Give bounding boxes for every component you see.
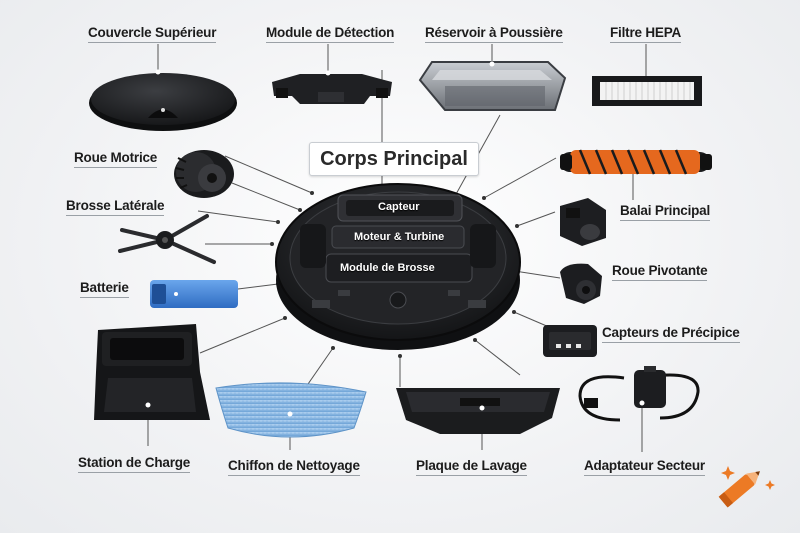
battery-illustration — [150, 280, 238, 308]
hepa-filter-illustration — [592, 76, 702, 106]
logo-sparkles — [721, 466, 775, 490]
drive-wheel-illustration — [174, 150, 234, 198]
label-power-adapter: Adaptateur Secteur — [584, 458, 705, 476]
main-brush-illustration — [560, 149, 712, 175]
label-hepa-filter: Filtre HEPA — [610, 25, 681, 43]
leader-lines — [147, 44, 647, 452]
label-mop-plate: Plaque de Lavage — [416, 458, 527, 476]
cliff-sensors-illustration — [543, 325, 597, 357]
body-label-sensor: Capteur — [378, 201, 420, 213]
charging-station-illustration — [94, 324, 210, 420]
label-cleaning-cloth: Chiffon de Nettoyage — [228, 458, 360, 476]
caster-wheel-illustration — [560, 263, 602, 304]
label-side-brush: Brosse Latérale — [66, 198, 165, 216]
label-battery: Batterie — [80, 280, 129, 298]
label-main-brush: Balai Principal — [620, 203, 710, 221]
main-title: Corps Principal — [309, 142, 479, 176]
side-brush-illustration — [118, 214, 216, 264]
label-cliff-sensors: Capteurs de Précipice — [602, 325, 740, 343]
mop-plate-illustration — [396, 388, 560, 434]
cleaning-cloth-illustration — [215, 382, 367, 438]
label-detection-module: Module de Détection — [266, 25, 394, 43]
label-charging-station: Station de Charge — [78, 455, 190, 473]
dust-tank-illustration — [418, 61, 567, 111]
body-label-motor: Moteur & Turbine — [354, 231, 445, 243]
label-drive-wheel: Roue Motrice — [74, 150, 157, 168]
power-adapter-illustration — [578, 366, 700, 422]
label-caster-wheel: Roue Pivotante — [612, 263, 708, 281]
caster-module-illustration — [560, 198, 606, 246]
top-cover-illustration — [89, 69, 237, 131]
robot-body-illustration — [275, 183, 521, 350]
body-label-brush-module: Module de Brosse — [340, 262, 435, 274]
label-top-cover: Couvercle Supérieur — [88, 25, 216, 43]
label-dust-tank: Réservoir à Poussière — [425, 25, 563, 43]
detection-module-illustration — [272, 70, 392, 104]
brand-logo — [718, 471, 760, 508]
